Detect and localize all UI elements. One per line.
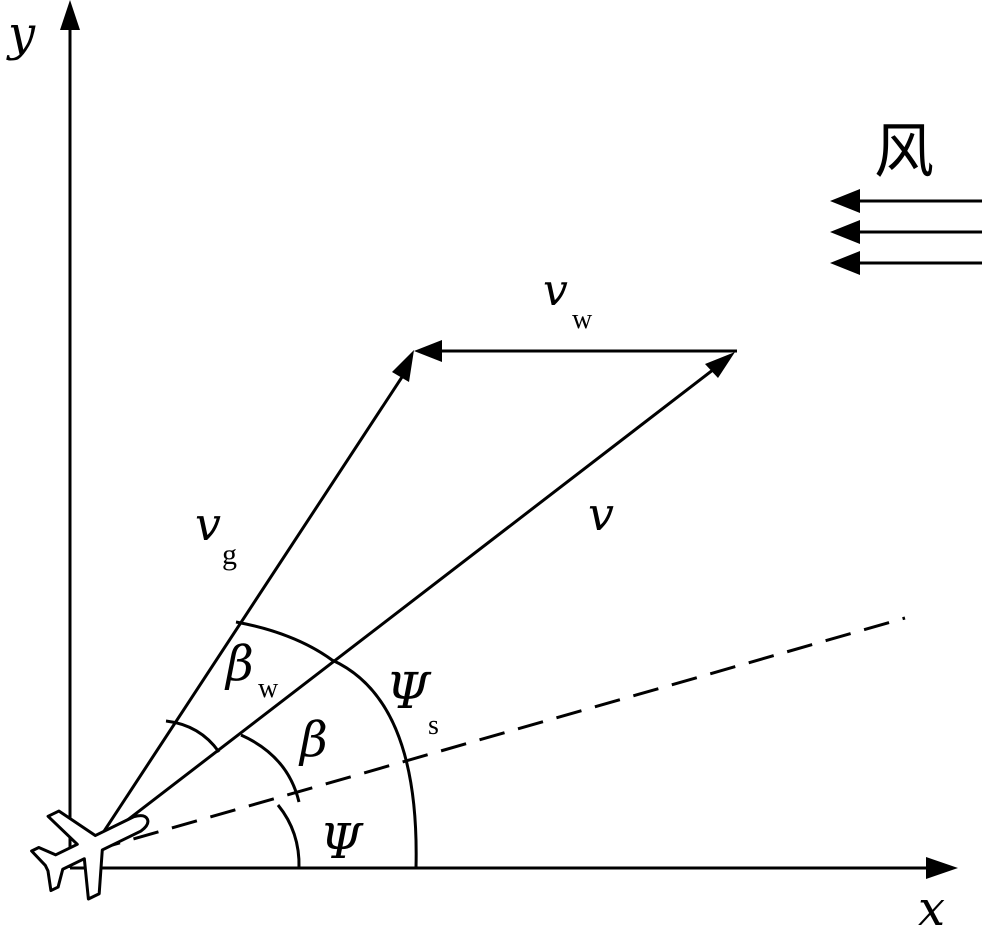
label-vw-subscript: w: [572, 304, 593, 335]
vector-vw-arrowhead: [414, 340, 442, 362]
label-beta-w-symbol: β: [224, 636, 254, 692]
wind-arrowhead: [830, 220, 860, 244]
label-vg-symbol: v: [195, 497, 221, 551]
y-axis-arrowhead: [60, 0, 80, 30]
label-psi-s-subscript: s: [428, 710, 439, 741]
label-vw-symbol: v: [543, 265, 568, 316]
vector-vg: [93, 373, 406, 846]
vector-vg-arrowhead: [392, 350, 414, 382]
y-axis-label: y: [6, 6, 36, 62]
arc-psi-s: [235, 620, 418, 869]
label-psi-s-symbol: Ψ: [386, 662, 432, 720]
wind-arrowhead: [830, 189, 860, 213]
label-beta-w-subscript: w: [258, 673, 279, 704]
x-axis-arrowhead: [926, 857, 958, 879]
label-psi-symbol: Ψ: [320, 814, 364, 870]
arc-beta-w: [165, 719, 221, 753]
wind-arrows: [830, 189, 982, 275]
vector-v-arrowhead: [705, 352, 735, 378]
wind-label: 风: [874, 117, 934, 187]
heading-dashed-line: [94, 616, 906, 852]
label-v-symbol: v: [588, 487, 614, 541]
x-axis-label: x: [918, 881, 945, 935]
vector-v: [94, 364, 719, 847]
wind-arrowhead: [830, 251, 860, 275]
arc-beta: [240, 733, 301, 803]
label-beta-symbol: β: [298, 712, 328, 768]
label-vg-subscript: g: [222, 538, 237, 571]
arc-psi: [276, 804, 301, 869]
airplane-icon: [30, 809, 150, 901]
